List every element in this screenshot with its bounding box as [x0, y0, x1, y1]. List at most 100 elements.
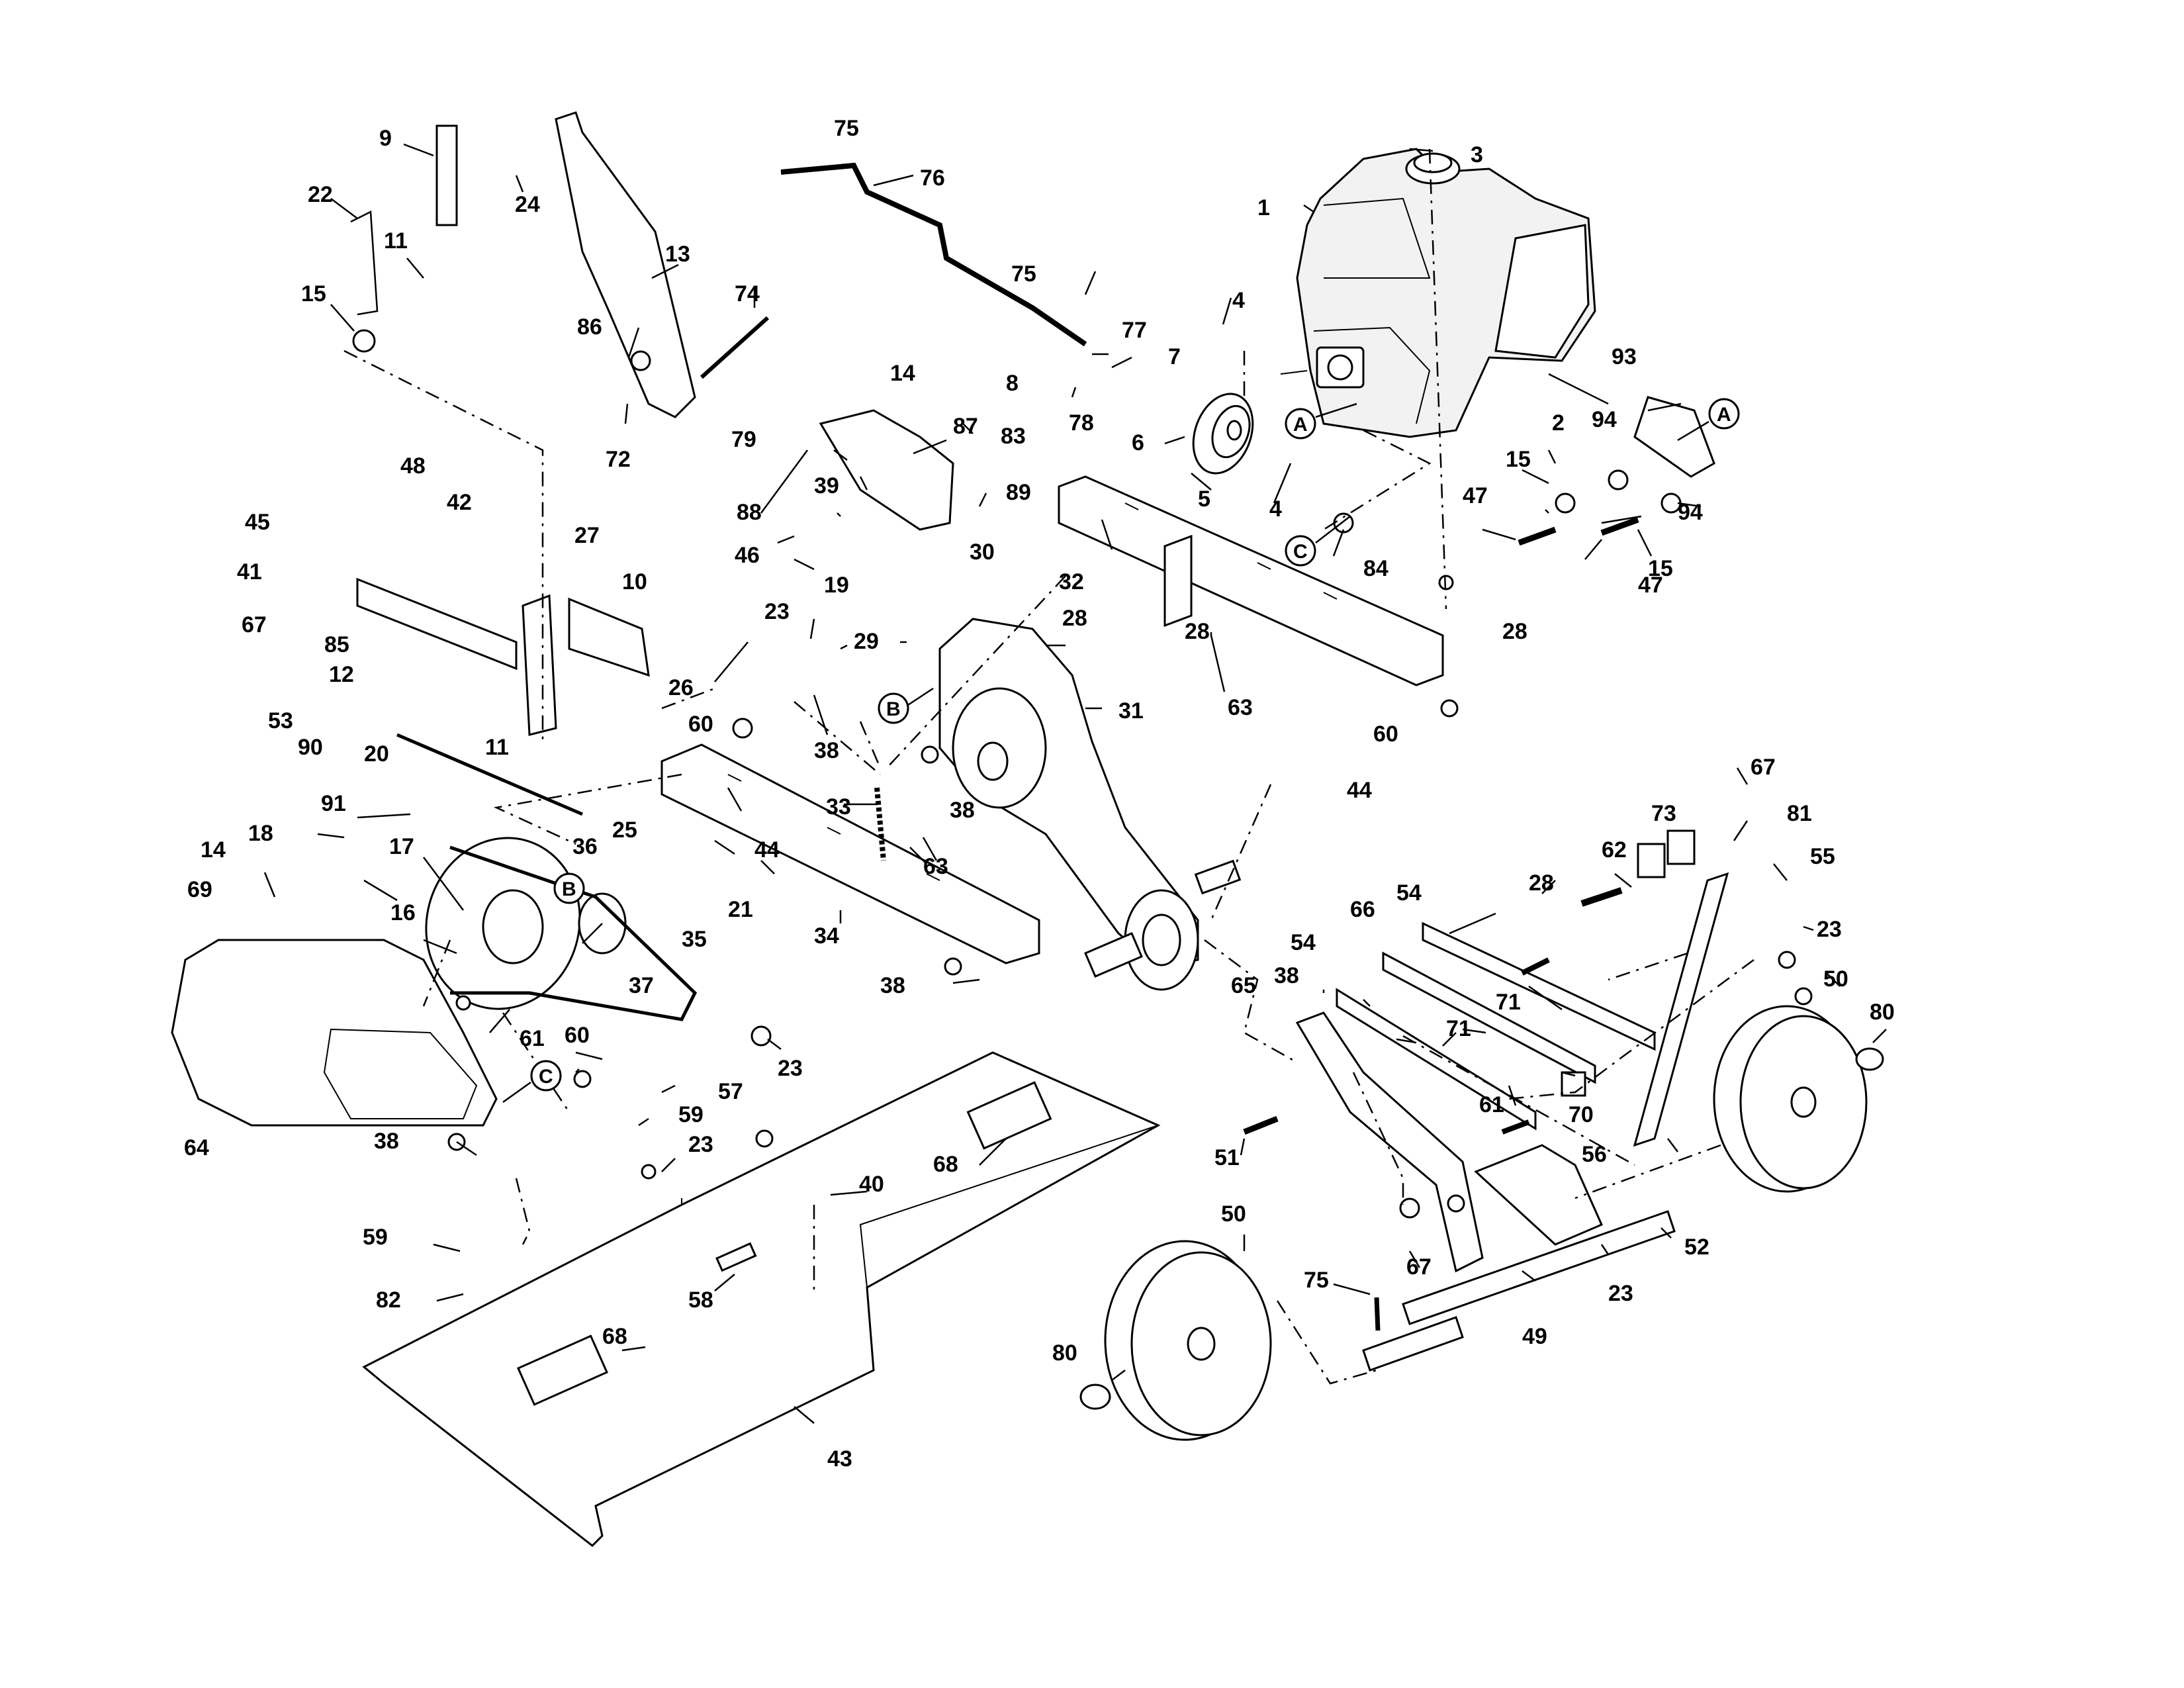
part-label-54a: 54	[1396, 880, 1422, 906]
part-label-72: 72	[606, 447, 631, 472]
part-label-83: 83	[1001, 424, 1026, 449]
ref-marker-c-frame: C	[1285, 516, 1351, 567]
ref-marker-a-bracket: A	[1677, 398, 1740, 442]
rod	[780, 162, 1087, 347]
part-label-66: 66	[1350, 897, 1375, 922]
part-label-19: 19	[824, 573, 849, 598]
part-label-20: 20	[364, 741, 389, 767]
part-label-84: 84	[1363, 556, 1388, 581]
part-label-28c: 28	[1502, 619, 1527, 644]
part-label-68b: 68	[602, 1324, 627, 1349]
part-label-7: 7	[1168, 344, 1181, 369]
part-label-35: 35	[682, 927, 707, 952]
engine-bracket-plate	[1633, 396, 1715, 478]
part-label-59a: 59	[678, 1102, 704, 1127]
part-label-65: 65	[1231, 973, 1256, 998]
part-label-74: 74	[735, 281, 760, 306]
ref-letter: B	[562, 878, 576, 900]
part-label-73: 73	[1651, 801, 1676, 826]
part-label-39: 39	[814, 473, 839, 498]
part-label-93: 93	[1612, 344, 1637, 369]
part-label-28a: 28	[1062, 606, 1087, 631]
part-label-29: 29	[854, 629, 879, 654]
part-label-91: 91	[321, 791, 346, 816]
part-label-32: 32	[1059, 569, 1084, 594]
ref-letter: A	[1717, 404, 1731, 426]
leader-lines	[263, 143, 1887, 1424]
part-label-77: 77	[1122, 318, 1147, 343]
part-label-36: 36	[572, 834, 598, 859]
depth-plates	[1336, 921, 1656, 1131]
drive-pulley	[425, 837, 627, 1010]
ref-letter: B	[886, 698, 901, 720]
bracket-plate	[819, 409, 954, 531]
part-label-44a: 44	[754, 837, 780, 863]
part-label-47a: 47	[1463, 483, 1488, 508]
belt-guard	[171, 939, 498, 1127]
part-label-31: 31	[1118, 698, 1144, 724]
ref-letter: A	[1293, 414, 1308, 436]
part-label-23e: 23	[1608, 1281, 1633, 1306]
part-label-58: 58	[688, 1288, 713, 1313]
part-label-94a: 94	[1592, 407, 1617, 432]
part-label-80a: 80	[1870, 1000, 1895, 1025]
part-label-61b: 61	[1479, 1092, 1504, 1117]
part-label-56: 56	[1582, 1142, 1607, 1167]
part-label-57: 57	[718, 1079, 743, 1104]
main-frame	[1058, 475, 1444, 686]
part-label-2: 2	[1552, 410, 1565, 436]
part-label-28d: 28	[1529, 870, 1554, 896]
part-label-23d: 23	[1817, 917, 1842, 942]
part-label-23a: 23	[764, 599, 790, 624]
part-label-94b: 94	[1678, 500, 1703, 525]
side-frame	[660, 743, 1040, 964]
transmission-hub	[1084, 859, 1242, 991]
part-label-86: 86	[577, 314, 602, 340]
ref-marker-b-chaincase: B	[878, 687, 934, 724]
engine	[1280, 148, 1596, 438]
part-label-11b: 11	[485, 735, 509, 760]
wheel-left	[1104, 1240, 1272, 1441]
part-label-67b: 67	[1406, 1254, 1432, 1280]
part-labels: 1 2 3 4 4 5 6 7 8 9 10 11 11 12 13 14 14…	[184, 116, 1895, 1472]
part-label-60b: 60	[565, 1023, 590, 1048]
part-label-41: 41	[237, 559, 262, 585]
part-label-10: 10	[622, 569, 647, 594]
part-label-81: 81	[1787, 801, 1812, 826]
part-label-16: 16	[390, 900, 416, 925]
small-hardware	[350, 124, 1813, 1331]
part-label-15c: 15	[1648, 556, 1673, 581]
part-label-23c: 23	[688, 1132, 713, 1157]
part-label-6: 6	[1132, 430, 1144, 455]
part-label-49: 49	[1522, 1324, 1547, 1349]
part-label-38b: 38	[950, 798, 975, 823]
part-label-5: 5	[1198, 487, 1210, 512]
part-label-13: 13	[665, 242, 690, 267]
part-label-63b: 63	[923, 854, 948, 879]
part-label-82: 82	[376, 1288, 401, 1313]
part-label-60c: 60	[1373, 722, 1398, 747]
part-label-23b: 23	[778, 1056, 803, 1081]
part-label-21: 21	[728, 897, 753, 922]
part-label-75a: 75	[834, 116, 859, 141]
part-label-80b: 80	[1052, 1340, 1077, 1366]
part-label-24: 24	[515, 192, 540, 217]
part-label-64: 64	[184, 1135, 209, 1160]
wheel-arm	[1295, 1011, 1676, 1372]
front-crossbar	[356, 577, 650, 736]
part-label-79: 79	[731, 427, 756, 452]
part-label-50a: 50	[1823, 966, 1848, 992]
part-label-4b: 4	[1269, 496, 1282, 522]
ref-letter: C	[1293, 541, 1308, 563]
part-label-22: 22	[308, 182, 333, 207]
part-label-3: 3	[1471, 142, 1483, 167]
part-label-71b: 71	[1446, 1016, 1471, 1041]
part-label-90: 90	[298, 735, 323, 760]
part-label-89: 89	[1006, 480, 1031, 505]
part-label-55: 55	[1810, 844, 1835, 869]
part-label-85: 85	[324, 632, 349, 657]
part-label-67c: 67	[242, 612, 267, 637]
part-label-60a: 60	[688, 712, 713, 737]
handle-lever	[555, 111, 696, 418]
